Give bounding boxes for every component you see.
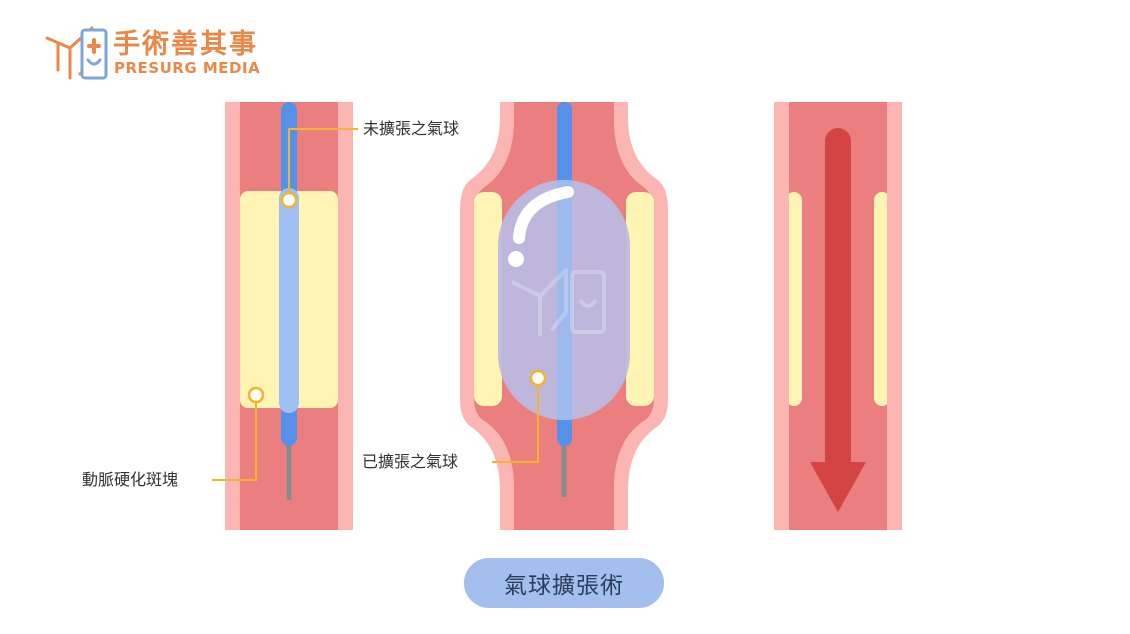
plaque-left bbox=[786, 192, 802, 406]
callout-line-balloon bbox=[288, 128, 358, 193]
plaque-left bbox=[240, 191, 290, 408]
label-plaque: 動脈硬化斑塊 bbox=[82, 470, 179, 489]
callout-dot-plaque bbox=[247, 386, 265, 404]
callout-dot-balloon bbox=[280, 191, 298, 209]
plaque-right bbox=[626, 192, 654, 406]
wall-edge-left bbox=[786, 102, 789, 530]
wall-edge-right bbox=[887, 102, 890, 530]
plaque-right bbox=[288, 191, 338, 408]
uninflated-balloon bbox=[279, 188, 299, 413]
callout-line-inflated bbox=[492, 385, 539, 463]
label-uninflated-balloon: 未擴張之氣球 bbox=[363, 119, 460, 138]
caption-badge: 氣球擴張術 bbox=[464, 558, 664, 608]
plaque-right bbox=[874, 192, 890, 406]
panel-narrowed-artery bbox=[212, 102, 358, 530]
label-inflated-balloon: 已擴張之氣球 bbox=[362, 452, 459, 471]
flow-arrow-icon bbox=[810, 128, 866, 512]
callout-line-plaque bbox=[212, 402, 257, 481]
catheter-inside-balloon bbox=[557, 180, 572, 420]
plaque-left bbox=[474, 192, 502, 406]
callout-dot-inflated bbox=[529, 369, 547, 387]
brand-name-cn: 手術善其事 bbox=[113, 29, 258, 60]
panel-restored-flow bbox=[774, 102, 902, 530]
balloon-highlight-dot bbox=[508, 251, 524, 267]
brand-name-en: PRESURG MEDIA bbox=[114, 59, 261, 77]
panel-inflated-balloon bbox=[460, 102, 668, 530]
balloon-highlight bbox=[513, 186, 574, 244]
presurg-logo-icon bbox=[45, 26, 108, 80]
presurg-watermark-icon bbox=[511, 268, 606, 336]
